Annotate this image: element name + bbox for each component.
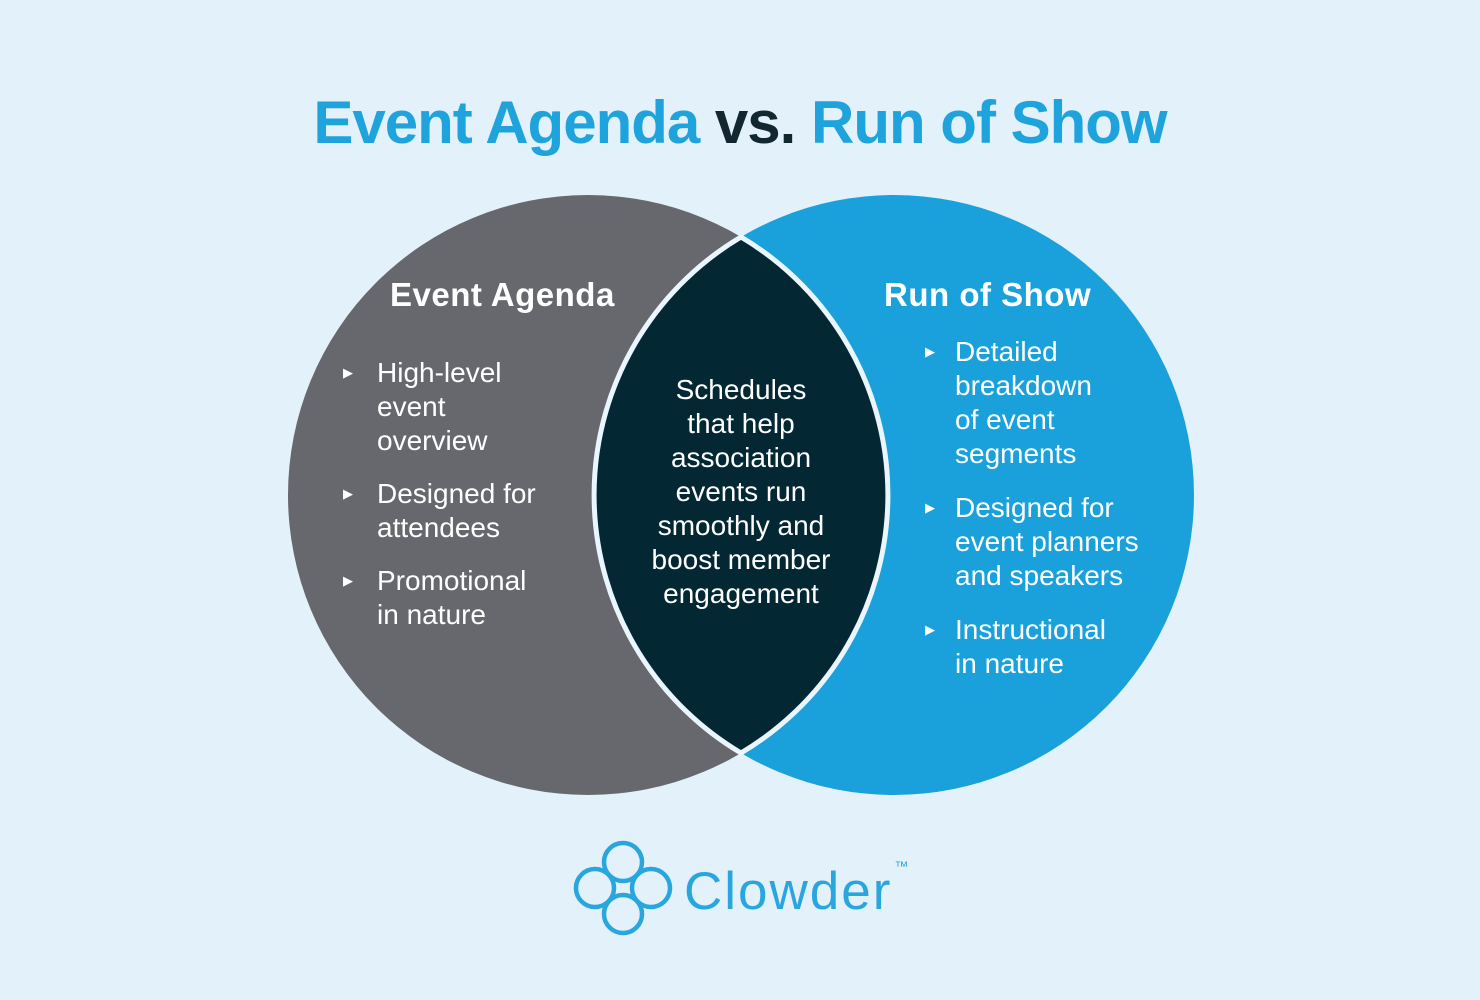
clowder-logo-icon — [573, 840, 673, 936]
title-left-part: Event Agenda — [313, 89, 700, 156]
bullet-triangle-icon: ▶ — [925, 344, 935, 359]
overlap-lens — [591, 234, 891, 756]
bullet-triangle-icon: ▶ — [343, 573, 353, 588]
bullet-triangle-icon: ▶ — [343, 486, 353, 501]
bullet-triangle-icon: ▶ — [925, 622, 935, 637]
bullet-triangle-icon: ▶ — [343, 365, 353, 380]
page-title: Event Agenda vs. Run of Show — [0, 88, 1480, 157]
bullet-triangle-icon: ▶ — [925, 500, 935, 515]
title-vs: vs. — [699, 89, 811, 156]
left-circle-heading: Event Agenda — [390, 276, 615, 313]
title-right-part: Run of Show — [811, 89, 1168, 156]
brand-name: Clowder — [684, 862, 893, 921]
right-circle-heading: Run of Show — [884, 276, 1092, 313]
trademark-symbol: ™ — [894, 858, 909, 874]
